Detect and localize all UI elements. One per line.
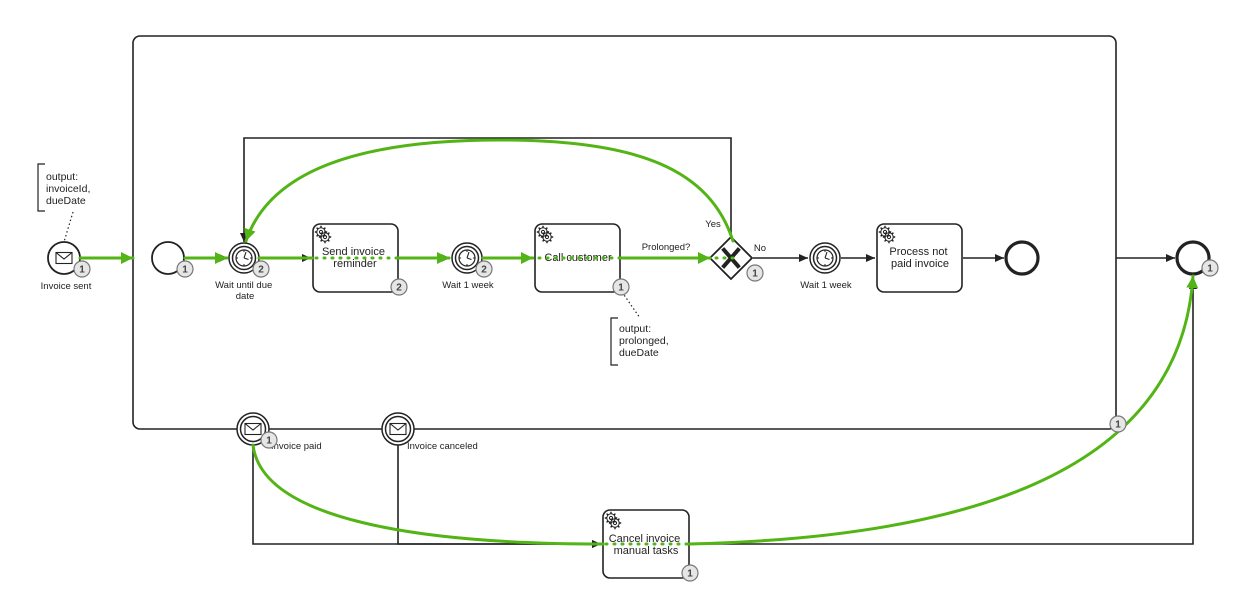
svg-text:1: 1 [266,436,272,447]
svg-text:1: 1 [687,569,693,580]
token-badge: 1 [176,260,194,278]
token-badge: 1 [746,264,764,282]
gateway-yes-label: Yes [705,219,721,230]
flow-canceled-to-cancel[interactable] [397,445,601,548]
token-badge: 1 [1109,415,1127,433]
gateway-label: Prolonged? [642,242,691,253]
token-badge: 1 [260,431,278,449]
token-badge: 1 [612,278,630,296]
execution-path-highlight [78,138,1199,546]
annotation-start-bracket [37,163,45,212]
svg-text:2: 2 [481,265,487,276]
token-badge: 1 [1201,259,1219,277]
invoice-sent-label: Invoice sent [41,281,92,292]
flow-yes-loopback[interactable] [240,137,732,242]
wait-until-due-timer-event[interactable] [228,242,260,274]
subprocess-container[interactable] [132,35,1117,430]
wait-1-week-timer-event-b[interactable] [809,242,841,274]
token-badge: 2 [475,260,493,278]
gateway-no-label: No [754,243,766,254]
token-badge: 1 [681,564,699,582]
clock-icon [235,249,253,267]
clock-icon [816,249,834,267]
svg-text:1: 1 [1115,420,1121,431]
process-not-paid-task[interactable]: Process not paid invoice [876,223,963,293]
envelope-icon [244,422,262,436]
svg-text:Send invoice reminder: Send invoice reminder [322,246,388,270]
wait-1-week-label-b: Wait 1 week [800,280,852,291]
svg-text:1: 1 [1207,264,1213,275]
annotation-call-bracket [610,317,618,366]
flow-cancel-to-end[interactable] [689,280,1197,545]
wait-1-week-timer-event-a[interactable] [451,242,483,274]
invoice-canceled-label: Invoice canceled [407,441,478,452]
annotation-start-text: output: invoiceId, dueDate [46,171,93,207]
annotation-call-connector [621,291,641,319]
envelope-icon [55,251,73,265]
svg-text:Process not paid invoice: Process not paid invoice [889,246,950,270]
token-badge: 2 [252,260,270,278]
annotation-start-connector [63,211,74,243]
wait-1-week-label-a: Wait 1 week [442,280,494,291]
svg-text:1: 1 [182,265,188,276]
svg-text:2: 2 [396,283,402,294]
clock-icon [458,249,476,267]
invoice-paid-label: Invoice paid [271,441,322,452]
annotation-call-text: output: prolonged, dueDate [619,323,672,359]
final-end-event[interactable] [1175,240,1211,276]
svg-text:Cancel invoice manual ta: Cancel invoice manual tasks [609,533,684,557]
svg-text:2: 2 [258,265,264,276]
flow-paid-to-cancel[interactable] [252,445,601,548]
token-badge: 1 [73,260,91,278]
invoice-canceled-boundary-event[interactable] [381,412,415,446]
envelope-icon [389,422,407,436]
svg-text:1: 1 [618,283,624,294]
token-badge: 2 [390,278,408,296]
svg-text:1: 1 [79,265,85,276]
subprocess-end-event[interactable] [1004,240,1040,276]
svg-text:1: 1 [752,269,758,280]
wait-until-due-label: Wait until due date [215,280,275,302]
